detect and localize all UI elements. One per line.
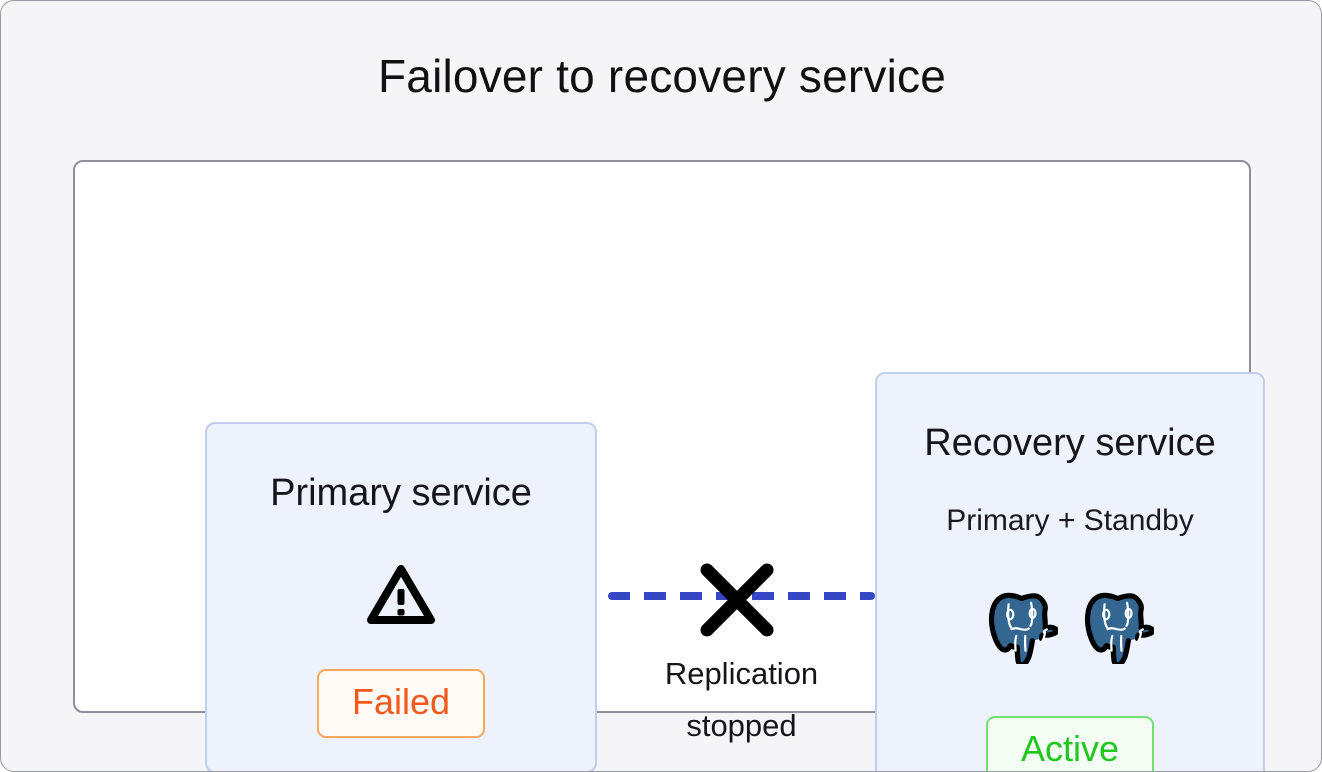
status-badge-failed: Failed <box>317 669 485 738</box>
node-recovery-service[interactable]: Recovery service Primary + Standby <box>875 372 1265 771</box>
postgresql-elephant-icon <box>1084 592 1154 664</box>
warning-triangle-icon <box>367 565 435 624</box>
status-badge-active: Active <box>986 716 1154 771</box>
replication-label-line-1: Replication <box>664 656 819 691</box>
cross-icon <box>700 563 774 637</box>
node-recovery-status-wrap: Active <box>877 716 1263 771</box>
postgres-instance-row <box>877 584 1263 664</box>
page-title: Failover to recovery service <box>378 50 946 102</box>
replication-label-line-2: stopped <box>686 708 797 743</box>
node-primary-service[interactable]: Primary service Failed <box>205 422 597 771</box>
node-primary-title: Primary service <box>270 472 532 514</box>
replication-link-label: Replication stopped <box>608 648 875 752</box>
node-recovery-subtitle: Primary + Standby <box>946 504 1194 537</box>
node-recovery-title: Recovery service <box>924 422 1216 464</box>
node-primary-status-wrap: Failed <box>207 669 595 738</box>
warning-triangle-icon-wrap <box>207 564 595 626</box>
replication-broken-marker <box>695 558 779 642</box>
postgresql-elephant-icon <box>988 592 1058 664</box>
diagram-panel: Primary service Failed Replication <box>73 160 1265 771</box>
